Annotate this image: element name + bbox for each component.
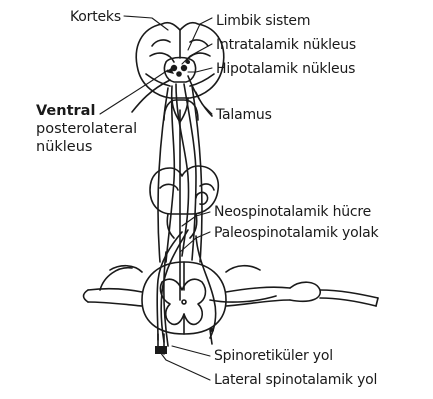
label-limbik-sistem: Limbik sistem xyxy=(216,14,310,28)
label-neospinotalamik-hucre: Neospinotalamik hücre xyxy=(214,205,371,219)
label-lateral-spinotalamik-yol: Lateral spinotalamik yol xyxy=(214,373,377,387)
label-paleospinotalamik-yolak: Paleospinotalamik yolak xyxy=(214,226,378,240)
label-talamus: Talamus xyxy=(216,108,272,122)
spinal-nerve xyxy=(84,266,379,306)
brainstem xyxy=(150,100,218,238)
label-posterolateral: posterolateral xyxy=(36,122,137,137)
label-spinoretikuler-yol: Spinoretiküler yol xyxy=(214,349,333,363)
label-hipotalamik-nukleus: Hipotalamik nükleus xyxy=(216,62,355,76)
thalamic-nuclei xyxy=(166,60,190,77)
label-korteks: Korteks xyxy=(70,10,121,24)
label-intratalamik-nukleus: İntratalamik nükleus xyxy=(216,38,356,52)
ascending-tracts xyxy=(132,76,212,300)
label-ventral: Ventral xyxy=(36,104,95,119)
label-nukleus: nükleus xyxy=(36,140,92,155)
crossing-fibers xyxy=(157,230,216,346)
